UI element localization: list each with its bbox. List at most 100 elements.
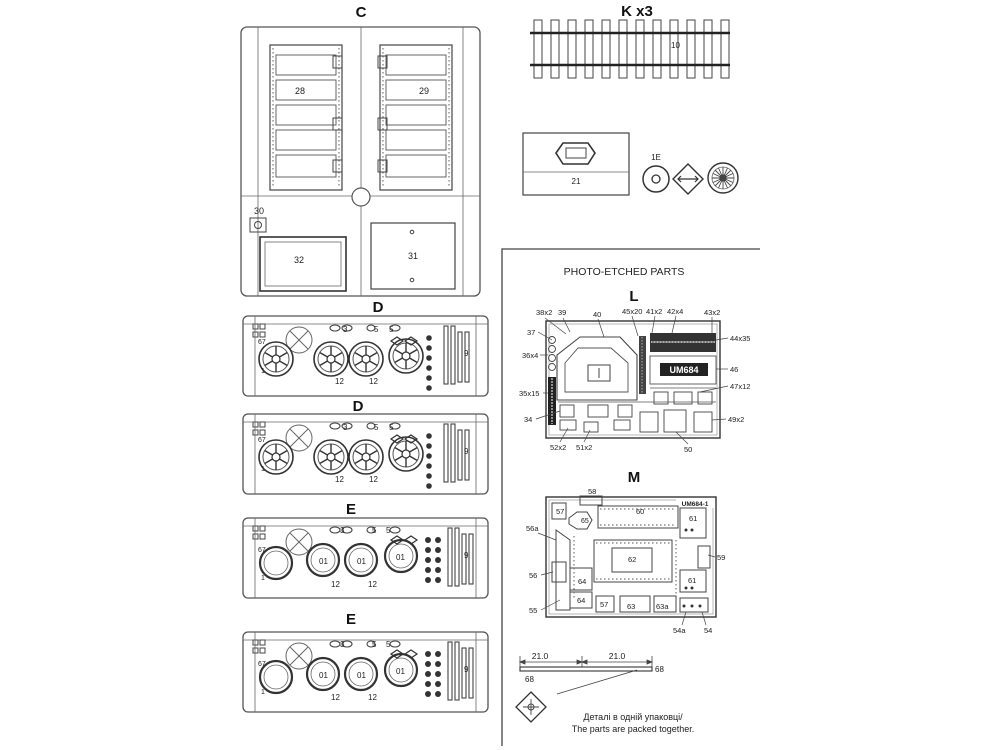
label-part-31: 31 — [408, 251, 418, 261]
part-30-box — [249, 217, 267, 233]
label-d1-5b: 5 — [389, 325, 394, 334]
part-31-plate — [370, 222, 456, 290]
label-m-63a: 63a — [656, 602, 669, 611]
label-e2-12a: 12 — [331, 693, 340, 702]
label-d1-12b: 12 — [369, 377, 378, 386]
note-english: The parts are packed together. — [572, 724, 695, 734]
label-e2-9: 9 — [464, 665, 469, 674]
sprue-c-header: C — [356, 4, 367, 21]
label-m-54a: 54a — [673, 626, 686, 635]
sheet-m-callouts: 58 57 60 56a 65 61 62 59 56 64 61 64 55 … — [526, 487, 725, 635]
sprue-k-header: K x3 — [621, 3, 653, 20]
label-m-61a: 61 — [689, 514, 697, 523]
sheet-l-stamp: UM684 — [669, 365, 698, 375]
label-l-43x2: 43x2 — [704, 308, 720, 317]
label-l-52x2: 52x2 — [550, 443, 566, 452]
label-part-21: 21 — [572, 177, 581, 186]
label-l-39: 39 — [558, 308, 566, 317]
label-part-68a: 68 — [525, 675, 534, 684]
diamond-part-icon — [515, 691, 547, 723]
sprue-d1-header: D — [373, 299, 384, 316]
label-m-54: 54 — [704, 626, 712, 635]
sheet-l-header: L — [629, 288, 638, 305]
sprue-c: C 28 — [240, 4, 481, 297]
label-e2-5b: 5 — [386, 640, 391, 649]
label-d2-5a: 5 — [374, 423, 379, 432]
part-1e-wheel: 1E — [642, 153, 670, 193]
photo-etched-section: PHOTO-ETCHED PARTS L — [501, 248, 760, 746]
label-d1-12a: 12 — [335, 377, 344, 386]
label-l-46: 46 — [730, 365, 738, 374]
sprue-e1-header: E — [346, 501, 356, 518]
part-40-hatch-frame — [556, 336, 638, 401]
label-l-34: 34 — [524, 415, 532, 424]
label-l-42x4: 42x4 — [667, 307, 683, 316]
sheet-m-header: M — [628, 469, 641, 486]
label-m-57b: 57 — [600, 600, 608, 609]
label-l-41x2: 41x2 — [646, 307, 662, 316]
sprue-e-2: E 67 1 01 01 01 12 12 3 5 5 9 — [243, 611, 488, 712]
label-e1-12b: 12 — [368, 580, 377, 589]
label-e1-9: 9 — [464, 551, 469, 560]
label-e1-3: 3 — [340, 526, 345, 535]
label-m-63: 63 — [627, 602, 635, 611]
label-d1-9: 9 — [464, 349, 469, 358]
label-e1-12a: 12 — [331, 580, 340, 589]
label-m-57a: 57 — [556, 507, 564, 516]
label-e2-01c: 01 — [396, 667, 405, 676]
label-l-45x20: 45x20 — [622, 307, 642, 316]
label-e1-01a: 01 — [319, 557, 328, 566]
label-e2-67: 67 — [258, 661, 266, 668]
label-e2-1: 1 — [261, 689, 265, 696]
note-ukrainian: Деталі в одній упаковці/ — [583, 712, 683, 722]
sprue-e2-header: E — [346, 611, 356, 628]
label-m-56a: 56a — [526, 524, 539, 533]
label-l-37: 37 — [527, 328, 535, 337]
label-m-64a: 64 — [578, 577, 586, 586]
label-d2-12b: 12 — [369, 475, 378, 484]
label-e2-3: 3 — [340, 640, 345, 649]
label-part-32: 32 — [294, 255, 304, 265]
label-m-56: 56 — [529, 571, 537, 580]
label-d1-5a: 5 — [374, 325, 379, 334]
label-d1-67: 67 — [258, 339, 266, 346]
label-l-44x35: 44x35 — [730, 334, 750, 343]
dim-label-1: 21.0 — [532, 651, 549, 661]
sprue-k-track: K x3 10 — [530, 3, 730, 79]
sprue-d-2: D 67 1 12 12 3 5 5 9 — [243, 398, 488, 494]
label-part-68b: 68 — [655, 665, 664, 674]
part-68-rod: 21.0 21.0 68 68 — [518, 651, 664, 695]
label-m-55: 55 — [529, 606, 537, 615]
label-l-49x2: 49x2 — [728, 415, 744, 424]
label-m-62: 62 — [628, 555, 636, 564]
part-28-panel — [269, 44, 343, 191]
sprue-e-1: E 67 1 01 01 01 12 12 3 5 5 9 — [243, 501, 488, 598]
label-part-10: 10 — [671, 41, 680, 50]
sheet-l: UM684 — [545, 320, 721, 439]
diamond-arrow-icon — [672, 163, 704, 195]
label-e1-5a: 5 — [372, 526, 377, 535]
label-m-64b: 64 — [577, 596, 585, 605]
label-e1-01b: 01 — [357, 557, 366, 566]
label-m-61b: 61 — [688, 576, 696, 585]
sheet-m-stamp: UM684-1 — [682, 501, 709, 508]
label-d2-1: 1 — [261, 466, 265, 473]
label-part-1e: 1E — [651, 153, 661, 162]
label-m-58: 58 — [588, 487, 596, 496]
label-e1-5b: 5 — [386, 526, 391, 535]
label-e1-01c: 01 — [396, 553, 405, 562]
label-l-38x2: 38x2 — [536, 308, 552, 317]
sheet-l-callouts: 38x2 39 40 45x20 41x2 42x4 43x2 37 44x35… — [519, 307, 750, 454]
label-e1-67: 67 — [258, 547, 266, 554]
part-29-panel — [377, 44, 453, 191]
label-e2-5a: 5 — [372, 640, 377, 649]
spoked-wheel-icon — [707, 162, 739, 194]
label-d2-3: 3 — [343, 423, 348, 432]
label-m-60: 60 — [636, 507, 644, 516]
label-d2-12a: 12 — [335, 475, 344, 484]
label-d2-67: 67 — [258, 437, 266, 444]
photo-etched-title: PHOTO-ETCHED PARTS — [564, 266, 685, 278]
label-part-30: 30 — [254, 206, 264, 216]
label-e2-12b: 12 — [368, 693, 377, 702]
label-d2-9: 9 — [464, 447, 469, 456]
